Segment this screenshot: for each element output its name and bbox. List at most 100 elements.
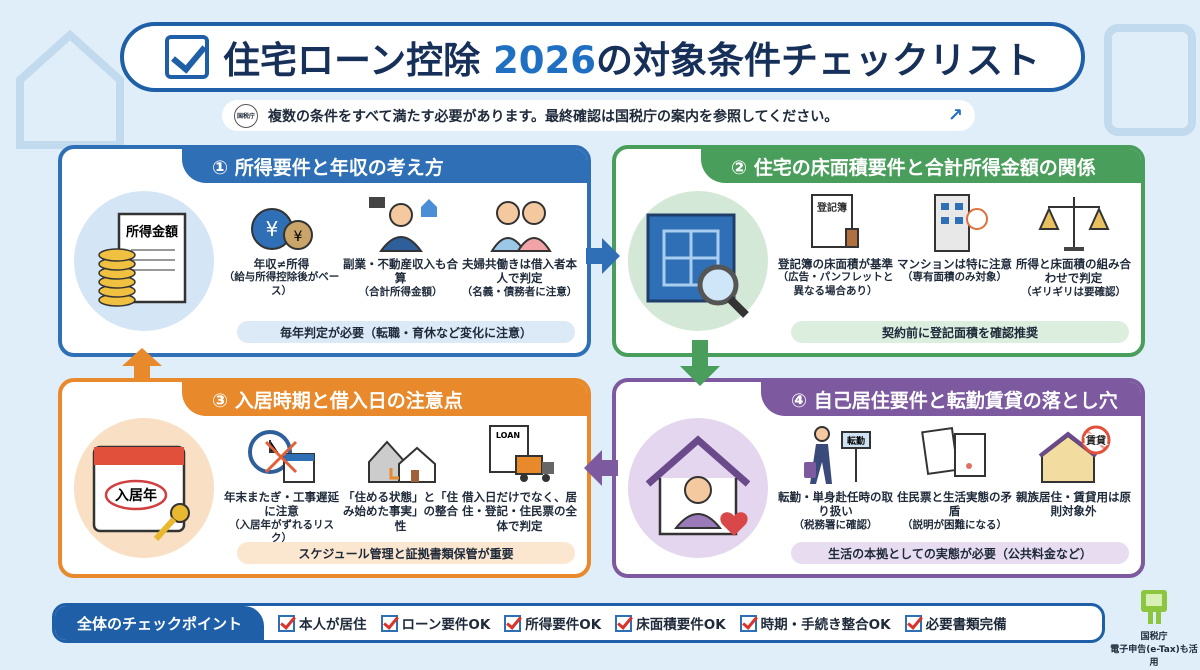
income-document-coins-icon: 所得金額 bbox=[98, 212, 187, 307]
item-title: 「住める状態」と「住み始めた事実」の整合性 bbox=[343, 490, 458, 533]
registry-document-icon: 登記簿 bbox=[810, 194, 859, 248]
documents-icon bbox=[920, 426, 986, 477]
checkpoint-item: 床面積要件OK bbox=[615, 613, 726, 633]
condition-item: 所得と床面積の組み合わせで判定 （ギリギリは要確認） bbox=[1015, 189, 1133, 299]
item-title: 登記簿の床面積が基準 bbox=[778, 257, 893, 271]
checkpoint-label: 所得要件OK bbox=[525, 617, 602, 633]
checkpoint-label: 時期・手続き整合OK bbox=[760, 617, 891, 633]
mascot-org: 国税庁 bbox=[1140, 632, 1168, 642]
panel-heading: ① 所得要件と年収の考え方 bbox=[182, 149, 587, 183]
balance-scale-icon bbox=[1037, 197, 1110, 251]
item-title: 夫婦共働きは借入者本人で判定 bbox=[462, 257, 577, 286]
panel-illustration: 入居年 bbox=[74, 418, 214, 558]
item-title: 借入日だけでなく、居住・登記・住民票の全体で判定 bbox=[462, 490, 577, 533]
item-title: 年収≠所得 bbox=[253, 257, 310, 271]
item-title: 所得と床面積の組み合わせで判定 bbox=[1016, 257, 1131, 286]
panel-note: 契約前に登記面積を確認推奨 bbox=[791, 321, 1129, 343]
apartment-building-icon bbox=[933, 194, 988, 252]
condition-item: 賃貸 親族居住・賃貸用は原則対象外 bbox=[1015, 422, 1133, 532]
item-title: 年末またぎ・工事遅延に注意 bbox=[224, 490, 339, 519]
condition-item: 年末またぎ・工事遅延に注意 （入居年がずれるリスク） bbox=[223, 422, 341, 545]
home-resident-heart-icon bbox=[645, 435, 751, 536]
page-title: 住宅ローン控除 2026の対象条件チェックリスト bbox=[120, 22, 1085, 92]
item-subtext: （給与所得控除後がベース） bbox=[223, 271, 340, 297]
svg-text:所得金額: 所得金額 bbox=[126, 224, 178, 240]
condition-item: 登記簿 登記簿の床面積が基準 （広告・パンフレットと異なる場合あり） bbox=[777, 189, 895, 299]
checkpoint-item: 所得要件OK bbox=[504, 613, 601, 633]
checked-checkbox-icon bbox=[739, 614, 757, 632]
panel-illustration bbox=[628, 418, 768, 558]
svg-text:入居年: 入居年 bbox=[115, 487, 157, 504]
external-link-icon[interactable]: ↗ bbox=[947, 105, 963, 126]
mascot-caption: 電子申告(e-Tax)も活用 bbox=[1110, 645, 1198, 668]
item-subtext: （入居年がずれるリスク） bbox=[229, 518, 334, 544]
condition-item: LOAN 借入日だけでなく、居住・登記・住民票の全体で判定 bbox=[461, 422, 579, 545]
item-subtext: （説明が困難になる） bbox=[902, 518, 1007, 531]
title-year: 2026 bbox=[493, 39, 597, 82]
item-title: 親族居住・賃貸用は原則対象外 bbox=[1016, 490, 1131, 519]
checked-checkbox-icon bbox=[278, 614, 296, 632]
title-rest: の対象条件チェックリスト bbox=[596, 39, 1041, 82]
panel-heading: ② 住宅の床面積要件と合計所得金額の関係 bbox=[701, 149, 1141, 183]
house-construction-icon bbox=[367, 440, 436, 483]
item-title: 転勤・単身赴任時の取り扱い bbox=[778, 490, 893, 519]
couple-icon bbox=[489, 201, 552, 252]
svg-text:賃貸: 賃貸 bbox=[1085, 434, 1106, 447]
panel-1: ① 所得要件と年収の考え方 所得金額 ¥ ¥ 年収≠所得 （給与所得控除後がベース… bbox=[58, 145, 591, 357]
transfer-traveler-icon: 転勤 bbox=[803, 426, 871, 484]
checkpoint-item: 時期・手続き整合OK bbox=[739, 613, 891, 633]
panel-3: ③ 入居時期と借入日の注意点 入居年 年末またぎ・工事遅延に注意 （入居年がずれ… bbox=[58, 378, 591, 578]
condition-item: 「住める状態」と「住み始めた事実」の整合性 bbox=[342, 422, 460, 545]
checkpoint-label: 本人が居住 bbox=[299, 617, 367, 633]
nta-logo: 国税庁 bbox=[234, 103, 258, 128]
checkpoint-item: ローン要件OK bbox=[380, 613, 490, 633]
svg-text:¥: ¥ bbox=[265, 217, 278, 241]
svg-text:転勤: 転勤 bbox=[846, 435, 864, 447]
panel-note: 毎年判定が必要（転職・育休など変化に注意） bbox=[237, 321, 575, 343]
etax-mascot: 国税庁 電子申告(e-Tax)も活用 bbox=[1108, 588, 1200, 668]
checked-checkbox-icon bbox=[380, 614, 398, 632]
overall-checkpoints-bar: 全体のチェックポイント 本人が居住ローン要件OK 所得要件OK 床面積要件OK 時期・… bbox=[52, 603, 1105, 643]
title-main: 住宅ローン控除 bbox=[222, 39, 481, 82]
no-rental-house-icon: 賃貸 bbox=[1038, 425, 1110, 483]
panel-heading: ③ 入居時期と借入日の注意点 bbox=[182, 382, 587, 416]
checkbox-icon bbox=[164, 35, 209, 79]
move-in-calendar-keys-icon: 入居年 bbox=[92, 445, 190, 542]
item-subtext: （税務署に確認） bbox=[793, 518, 878, 531]
svg-text:登記簿: 登記簿 bbox=[816, 201, 847, 214]
mascot-icon bbox=[1141, 590, 1167, 624]
floorplan-magnifier-icon bbox=[646, 213, 749, 318]
calculator-background-icon bbox=[1104, 24, 1196, 136]
panel-4: ④ 自己居住要件と転勤賃貸の落とし穴 転勤 転勤・単身赴任時の取り扱い （税務署… bbox=[612, 378, 1145, 578]
checkpoint-item: 必要書類完備 bbox=[904, 613, 1007, 633]
checked-checkbox-icon bbox=[904, 614, 922, 632]
item-subtext: （合計所得金額） bbox=[358, 285, 443, 298]
subtitle-banner: 国税庁 複数の条件をすべて満たす必要があります。最終確認は国税庁の案内を参照して… bbox=[222, 100, 975, 131]
panel-heading: ④ 自己居住要件と転勤賃貸の落とし穴 bbox=[761, 382, 1141, 416]
item-subtext: （専有面積のみ対象） bbox=[902, 271, 1007, 284]
panel-note: 生活の本拠としての実態が必要（公共料金など） bbox=[791, 542, 1129, 564]
arrow-right-icon bbox=[586, 238, 620, 274]
panel-2: ② 住宅の床面積要件と合計所得金額の関係 登記簿 登記簿の床面積が基準 （広告・… bbox=[612, 145, 1145, 357]
arrow-up-icon bbox=[122, 348, 162, 382]
checked-checkbox-icon bbox=[615, 614, 633, 632]
businessman-icon bbox=[368, 197, 437, 252]
loan-truck-icon: LOAN bbox=[488, 425, 554, 482]
house-background-icon bbox=[16, 29, 124, 149]
subtitle-text: 複数の条件をすべて満たす必要があります。最終確認は国税庁の案内を参照してください… bbox=[268, 108, 839, 125]
arrow-left-icon bbox=[584, 450, 618, 486]
condition-item: マンションは特に注意 （専有面積のみ対象） bbox=[896, 189, 1014, 299]
checkpoint-item: 本人が居住 bbox=[278, 613, 367, 633]
condition-item: 転勤 転勤・単身赴任時の取り扱い （税務署に確認） bbox=[777, 422, 895, 532]
item-subtext: （ギリギリは要確認） bbox=[1021, 285, 1126, 298]
clock-calendar-icon bbox=[247, 430, 315, 483]
item-subtext: （広告・パンフレットと異なる場合あり） bbox=[777, 271, 894, 297]
item-title: マンションは特に注意 bbox=[897, 257, 1012, 271]
checkpoints-label: 全体のチェックポイント bbox=[55, 606, 265, 640]
checked-checkbox-icon bbox=[504, 614, 522, 632]
checkpoint-label: 床面積要件OK bbox=[636, 617, 726, 633]
svg-text:¥: ¥ bbox=[293, 229, 302, 245]
panel-illustration: 所得金額 bbox=[74, 191, 214, 331]
item-subtext: （名義・債務者に注意） bbox=[461, 285, 578, 298]
condition-item: ¥ ¥ 年収≠所得 （給与所得控除後がベース） bbox=[223, 189, 341, 299]
